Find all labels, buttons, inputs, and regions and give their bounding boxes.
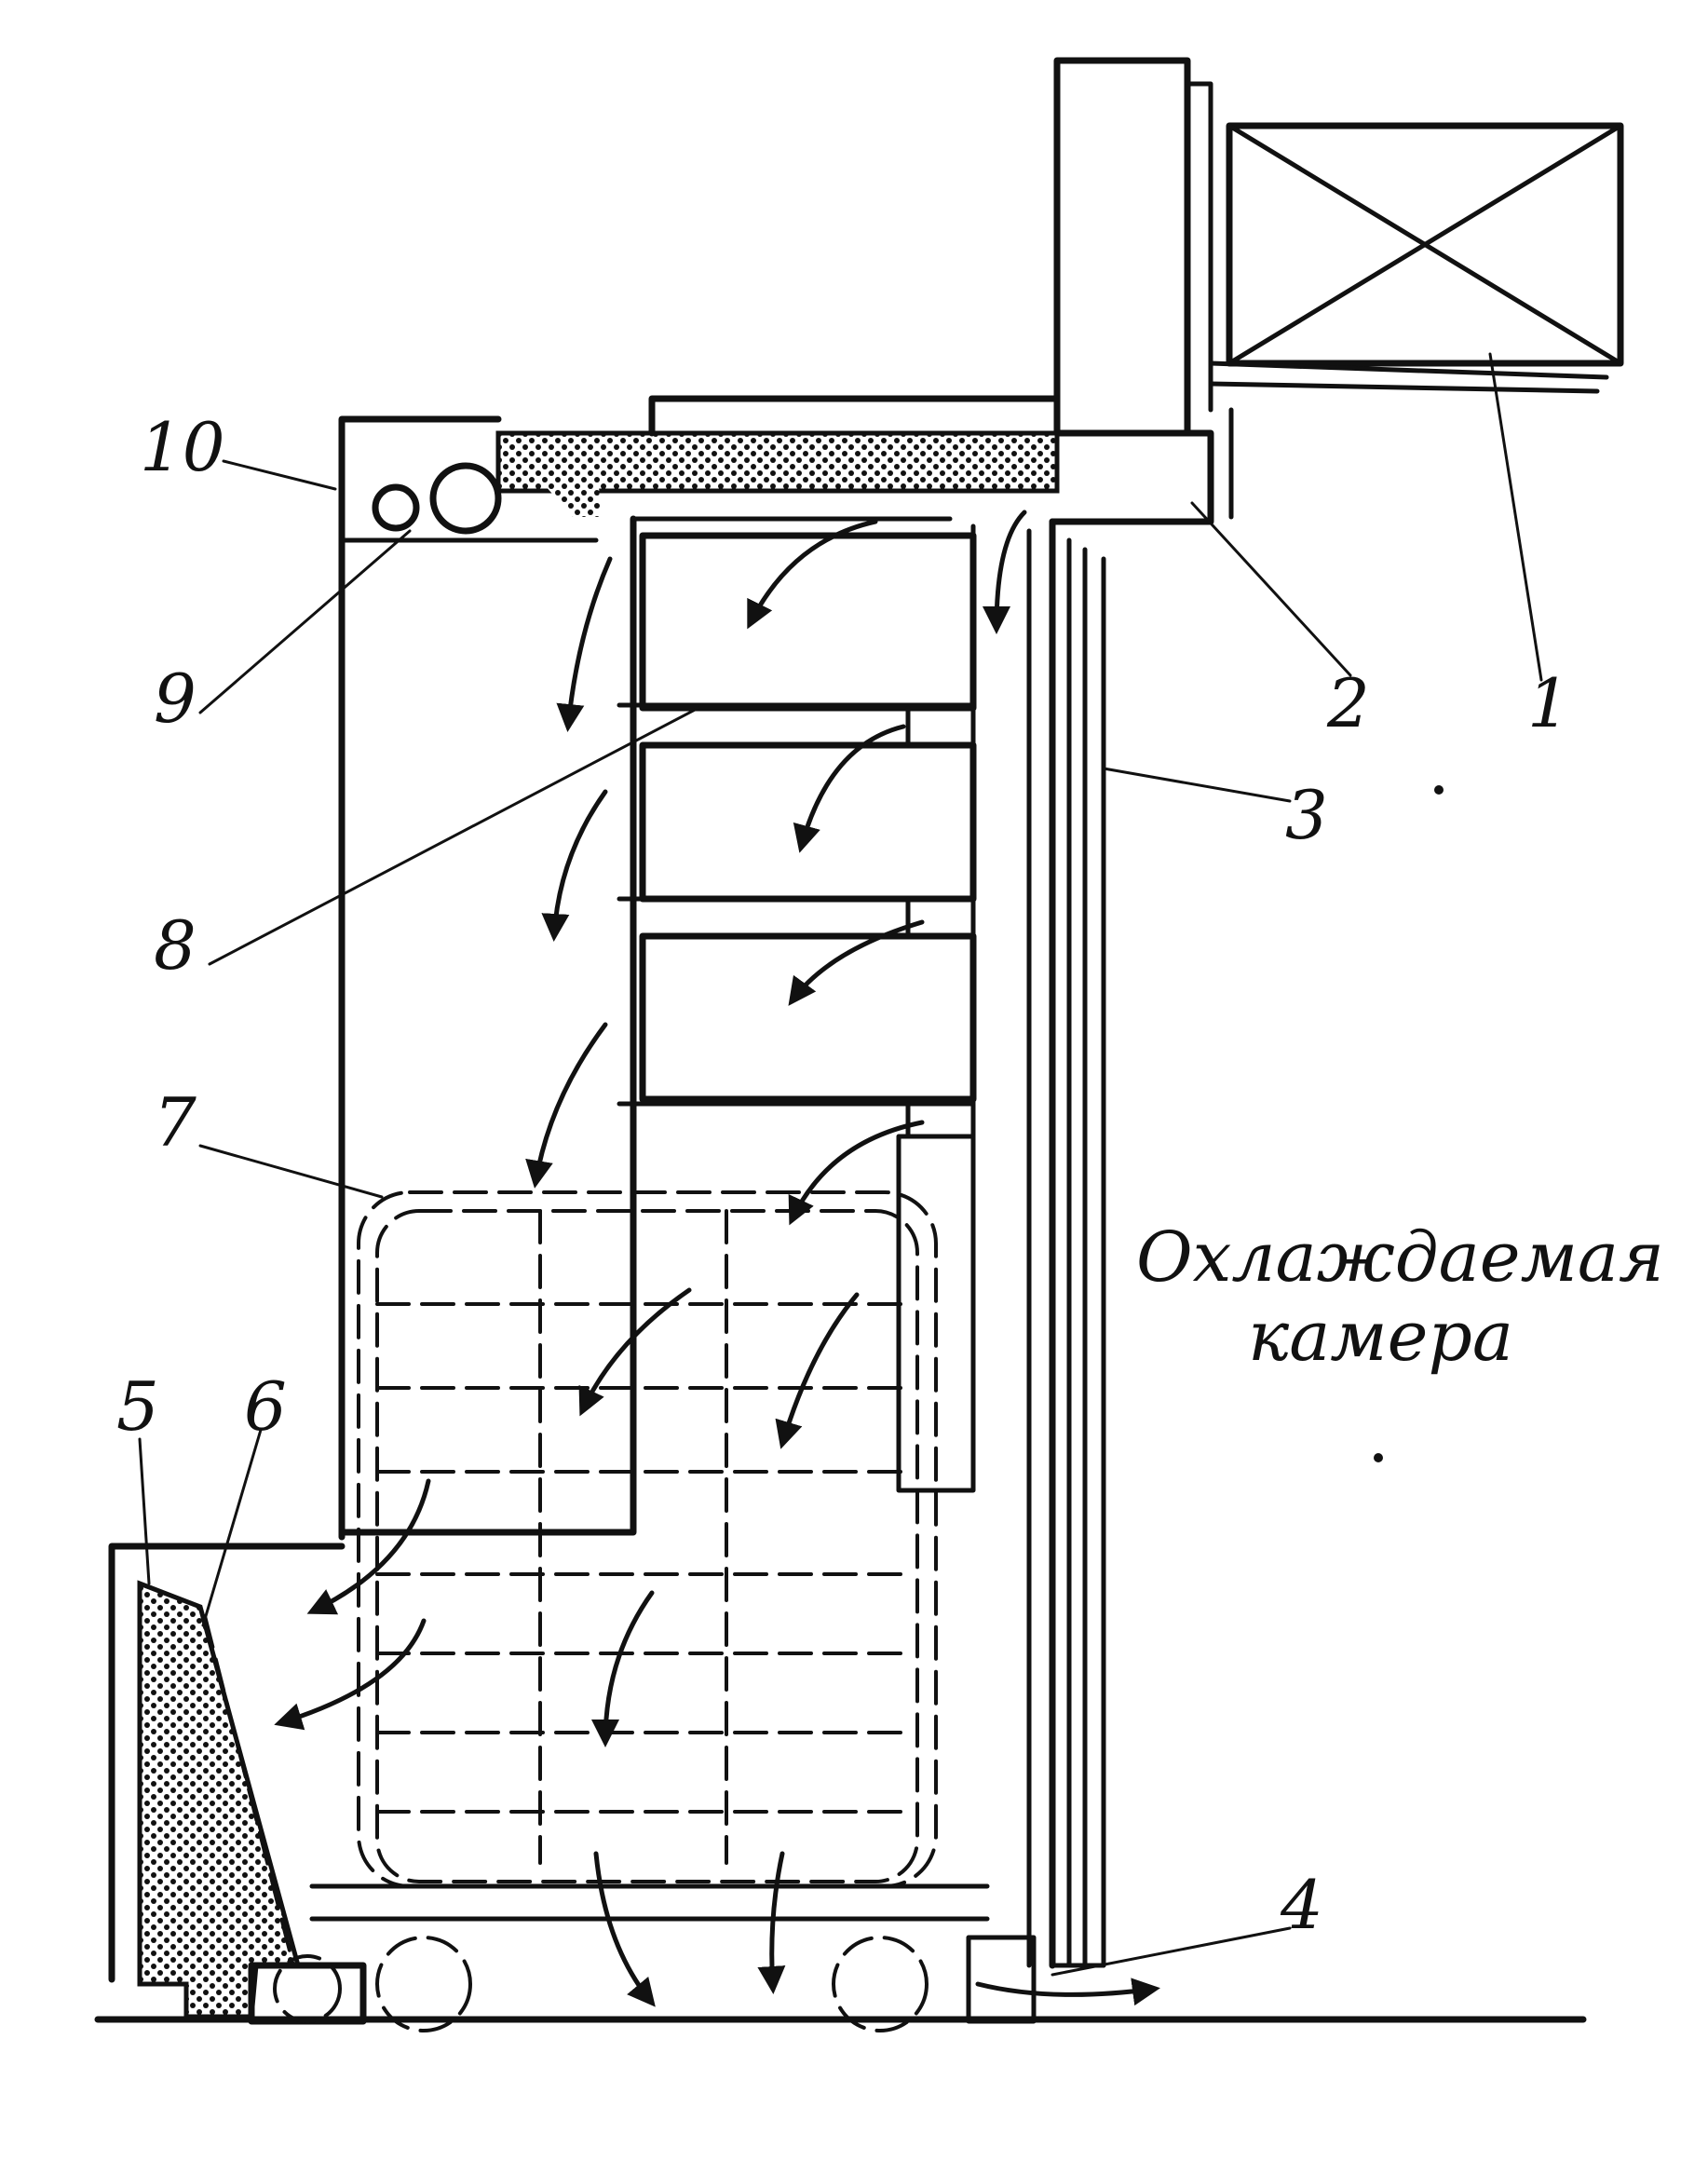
airflow-arrows xyxy=(274,510,1160,2007)
callout-10: 10 xyxy=(140,408,225,486)
cart-wheels xyxy=(375,1935,1037,2032)
callout-2: 2 xyxy=(1326,664,1370,742)
speck xyxy=(1374,1453,1383,1462)
shelves xyxy=(617,532,977,1493)
caption-line-2: камера xyxy=(1248,1297,1513,1377)
callout-6: 6 xyxy=(244,1367,287,1446)
leader-lines xyxy=(138,352,1543,1977)
callout-9: 9 xyxy=(154,659,197,738)
callout-4: 4 xyxy=(1280,1866,1323,1944)
caption-line-1: Охлаждаемая xyxy=(1136,1217,1664,1298)
top-rollers xyxy=(339,462,599,543)
cart-basket xyxy=(309,1190,990,1922)
roof-insulation xyxy=(495,395,1061,517)
callout-5: 5 xyxy=(116,1367,159,1446)
callout-1: 1 xyxy=(1527,664,1570,742)
bottom-left-base xyxy=(108,1543,367,2025)
chamber-caption: Охлаждаемая камера xyxy=(1136,1217,1664,1377)
callout-labels: 1 2 3 4 5 6 7 8 9 10 xyxy=(116,408,1570,1944)
callout-8: 8 xyxy=(154,906,197,985)
callout-3: 3 xyxy=(1285,776,1328,854)
callout-7: 7 xyxy=(154,1083,197,1162)
side-panel xyxy=(1026,528,1106,1968)
speck xyxy=(1434,785,1444,795)
fan-unit xyxy=(1053,57,1624,437)
air-duct xyxy=(1049,407,1234,525)
